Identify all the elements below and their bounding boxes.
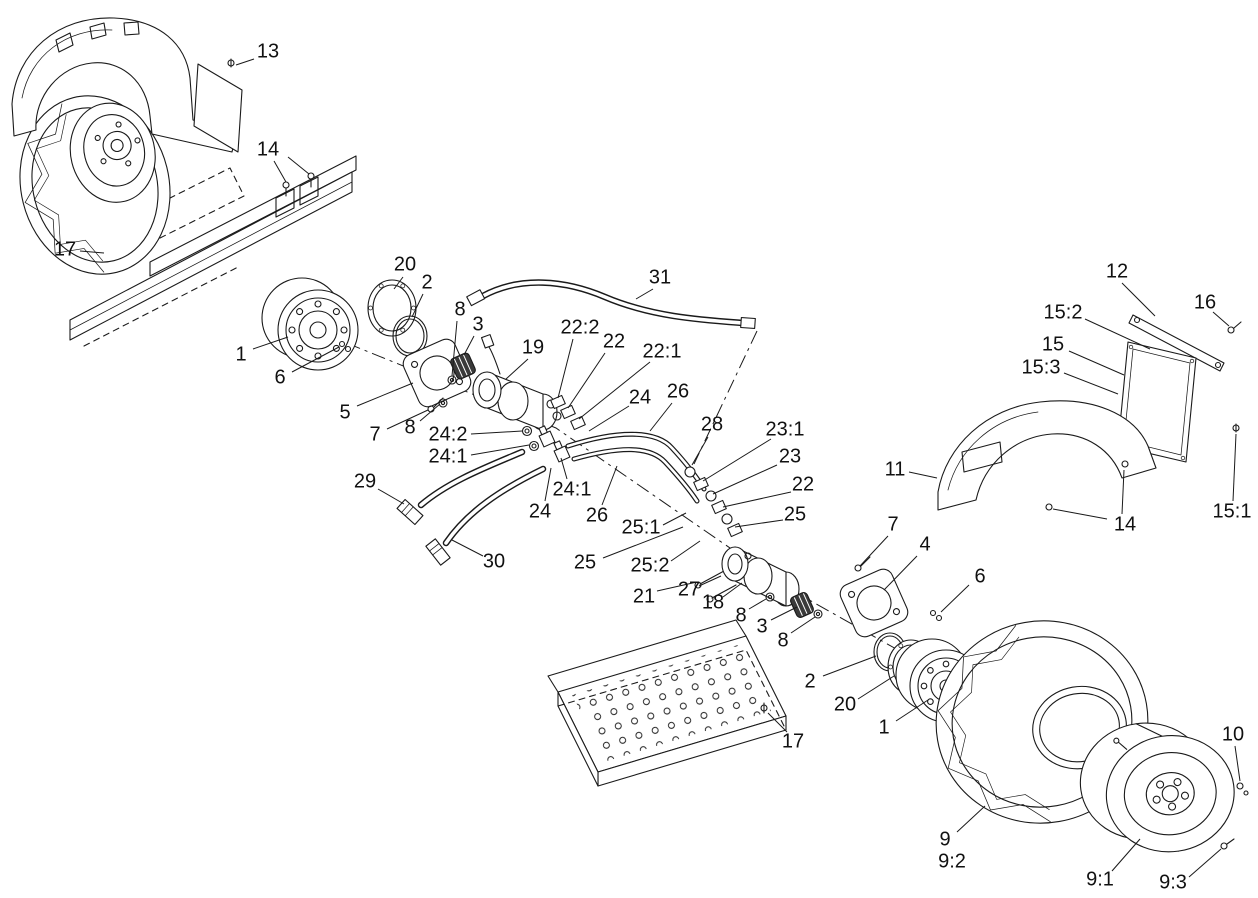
hydraulic-fittings-22 [550, 394, 586, 431]
leader-line-20 [393, 276, 404, 290]
leader-line-7 [386, 409, 429, 430]
wheel-motor-18 [721, 546, 800, 607]
leader-line-5 [356, 382, 414, 407]
elbow-fittings-24 [521, 425, 571, 463]
step-platform [547, 619, 787, 787]
bolt-7-right [854, 556, 871, 572]
leader-line-2 [822, 655, 877, 677]
leader-line-14 [287, 156, 310, 175]
leader-line-25 [602, 526, 684, 559]
leader-line-11 [908, 471, 938, 479]
leader-line-23-1 [702, 438, 772, 482]
leader-line-26 [601, 465, 618, 506]
leader-line-16 [1212, 311, 1230, 327]
rear-fender-11 [937, 400, 1157, 511]
leader-line-24 [588, 405, 630, 432]
wheel-motor-19 [472, 334, 562, 431]
leader-line-9 [956, 805, 986, 833]
leader-line-15-2 [1084, 318, 1151, 350]
leader-line-24-1 [470, 444, 530, 456]
leader-line-3 [463, 335, 475, 356]
leader-line-6 [940, 584, 970, 613]
leader-line-14 [273, 160, 287, 183]
wheel-hub-left [261, 277, 359, 371]
leader-line-14 [1121, 469, 1125, 515]
mud-guard-panel-13 [193, 58, 243, 153]
washers-8-right [765, 592, 823, 619]
gasket-20-left [367, 279, 417, 337]
leader-line-14 [1052, 508, 1108, 520]
leader-line-21 [656, 581, 698, 592]
small-fasteners-bottom-right [1220, 782, 1249, 850]
leader-line-8 [419, 403, 441, 422]
hydraulic-hoses-29-30 [396, 448, 547, 566]
leader-line-3 [770, 606, 798, 621]
leader-line-15 [1068, 350, 1125, 376]
leader-line-8 [790, 616, 816, 634]
leader-line-20 [857, 675, 895, 700]
leader-line-22-1 [578, 361, 651, 420]
leader-line-27 [698, 575, 722, 587]
leader-line-24-1 [560, 457, 568, 480]
leader-line-1 [252, 336, 289, 350]
leader-line-1 [895, 699, 929, 722]
leader-line-8 [748, 598, 767, 610]
bolts-21-27 [694, 570, 737, 603]
leader-line-15-1 [1232, 433, 1237, 502]
leader-line-31 [635, 288, 654, 300]
leader-line-6 [291, 346, 340, 373]
front-wheel [15, 95, 171, 275]
leader-line-4 [883, 555, 918, 591]
leader-line-25-1 [662, 512, 687, 526]
leader-line-24-2 [470, 430, 523, 435]
leader-line-10 [1234, 745, 1241, 782]
washer-8-left-lower [438, 398, 448, 408]
coupling-3-left [450, 352, 476, 380]
leader-line-22-2 [557, 338, 574, 399]
wheel-rim-9-1 [1079, 722, 1235, 853]
leader-line-22 [567, 352, 606, 409]
leader-line-7 [859, 535, 889, 567]
leader-line-13 [235, 58, 255, 66]
leader-line-28 [691, 436, 709, 466]
fitting-cluster-23-25-28 [684, 466, 743, 538]
leader-line-24 [544, 467, 552, 502]
leader-line-12 [1121, 282, 1156, 317]
leader-line-22 [722, 491, 792, 508]
leader-line-25 [734, 519, 784, 528]
leader-line-26 [649, 402, 673, 432]
leader-line-23 [712, 464, 778, 495]
leader-line-25-2 [670, 540, 701, 562]
leader-line-9-3 [1188, 848, 1222, 878]
leader-line-2 [411, 293, 424, 318]
leader-line-19 [505, 358, 529, 380]
leader-line-18 [722, 582, 743, 598]
screws-6-right [929, 609, 943, 622]
leader-line-8 [451, 320, 458, 377]
leader-line-30 [451, 539, 484, 557]
rod-12 [1128, 314, 1225, 372]
hydraulic-hose-31 [466, 279, 756, 330]
motor-mount-bracket-4 [839, 568, 909, 638]
leader-line-29 [377, 488, 405, 505]
leader-line-15-3 [1063, 372, 1119, 395]
leader-line-9-1 [1111, 838, 1141, 872]
leader-line-17 [79, 250, 105, 254]
fasteners-right-fender [1045, 321, 1242, 511]
leader-line-17 [767, 712, 788, 733]
